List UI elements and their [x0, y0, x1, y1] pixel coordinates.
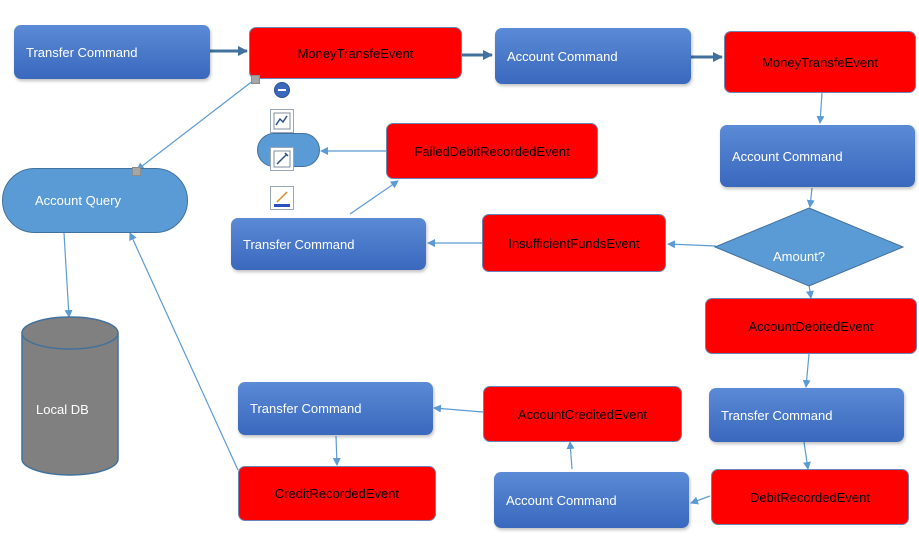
node-label: Transfer Command — [721, 407, 833, 423]
credit-recorded-event-node[interactable]: CreditRecordedEvent — [238, 466, 436, 521]
connector-moneyevent2-to-accountcmd2 — [816, 92, 825, 124]
failed-debit-recorded-event-node[interactable]: FailedDebitRecordedEvent — [386, 123, 598, 179]
debit-recorded-event-node[interactable]: DebitRecordedEvent — [711, 469, 909, 525]
decision-label: Amount? — [773, 249, 826, 264]
shape-outline-icon[interactable] — [270, 186, 294, 210]
transfer-command-node[interactable]: Transfer Command — [14, 25, 210, 79]
chart-layout-icon[interactable] — [270, 109, 294, 133]
account-command-node-2[interactable]: Account Command — [720, 125, 915, 187]
account-command-node[interactable]: Account Command — [495, 28, 691, 84]
node-label: Account Command — [506, 492, 617, 508]
connector-query-to-db — [63, 232, 73, 318]
account-credited-event-node[interactable]: AccountCreditedEvent — [483, 386, 682, 442]
connector-decision-to-debited — [805, 284, 814, 299]
money-transfer-event-node-2[interactable]: MoneyTransfeEvent — [724, 31, 916, 93]
node-label: DebitRecordedEvent — [750, 489, 870, 505]
connector-debitrecorded-to-accountcmd3 — [690, 495, 711, 505]
connector-accountcmd3-to-credited — [566, 441, 575, 470]
account-debited-event-node[interactable]: AccountDebitedEvent — [705, 298, 917, 354]
node-label: CreditRecordedEvent — [274, 486, 400, 501]
local-db-node[interactable] — [21, 316, 119, 476]
node-label: FailedDebitRecordedEvent — [414, 143, 570, 159]
transfer-command-node-2[interactable]: Transfer Command — [231, 218, 426, 270]
transfer-command-node-3[interactable]: Transfer Command — [709, 388, 904, 442]
connector-credited-to-transfer4 — [433, 404, 484, 413]
amount-decision-node[interactable] — [714, 207, 904, 287]
connector-decision-to-insufficient — [667, 240, 717, 249]
account-command-node-3[interactable]: Account Command — [494, 472, 689, 528]
node-label: AccountCreditedEvent — [517, 406, 648, 422]
node-label: Account Command — [507, 48, 618, 64]
connector-transfer4-to-creditrecorded — [332, 435, 341, 466]
node-label: AccountDebitedEvent — [748, 318, 874, 334]
node-label: Transfer Command — [243, 236, 355, 252]
node-label: InsufficientFundsEvent — [508, 235, 640, 251]
connector-moneyevent-to-query — [136, 79, 255, 171]
connector-creditrecorded-to-query — [129, 232, 239, 471]
connector-accountcmd2-to-decision — [806, 187, 815, 208]
node-label: Transfer Command — [26, 44, 138, 60]
connector-transfer2-to-failed — [349, 180, 399, 215]
node-label: Transfer Command — [250, 401, 362, 416]
node-label: MoneyTransfeEvent — [762, 54, 878, 70]
insufficient-funds-event-node[interactable]: InsufficientFundsEvent — [482, 214, 666, 272]
transfer-command-node-4[interactable]: Transfer Command — [238, 382, 433, 435]
node-label: Account Query — [35, 193, 121, 208]
account-query-node[interactable]: Account Query — [2, 168, 188, 233]
node-label: Account Command — [732, 148, 843, 164]
connector-debited-to-transfer3 — [802, 353, 811, 388]
resize-handle[interactable] — [251, 75, 260, 84]
minus-circle-icon[interactable] — [274, 82, 290, 98]
shape-style-icon[interactable] — [270, 147, 294, 171]
resize-handle-2[interactable] — [132, 167, 141, 176]
node-label: MoneyTransfeEvent — [297, 45, 414, 61]
db-label: Local DB — [36, 402, 89, 417]
connector-transfer3-to-debitrecorded — [803, 441, 811, 470]
money-transfer-event-node[interactable]: MoneyTransfeEvent — [249, 27, 462, 79]
